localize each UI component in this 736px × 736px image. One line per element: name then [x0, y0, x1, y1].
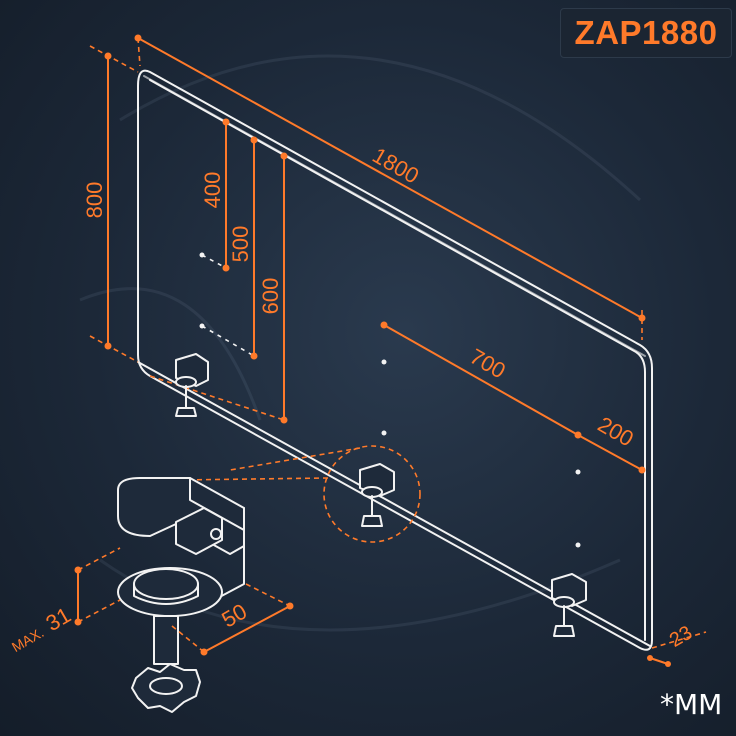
clamp-middle — [359, 463, 395, 527]
dim-holes-vertical: 400 500 600 — [149, 118, 288, 424]
clamp-detail — [117, 477, 245, 713]
model-badge: ZAP1880 — [560, 8, 732, 58]
background-swirl — [79, 54, 642, 632]
clamp-left — [175, 353, 209, 417]
unit-note: *MM — [660, 688, 723, 721]
dim-clamp-50-label: 50 — [217, 599, 251, 633]
dim-400-label: 400 — [200, 172, 225, 209]
dim-thickness-label: 23 — [666, 622, 696, 652]
detail-callout — [177, 445, 421, 543]
dim-clamp-max-31: MAX. 31 — [5, 547, 121, 657]
dim-500-label: 500 — [228, 226, 253, 263]
dim-200-label: 200 — [594, 411, 638, 451]
dim-height-800: 800 — [82, 45, 139, 363]
clamp-right — [551, 573, 587, 637]
mount-holes — [199, 252, 581, 548]
dim-edge-200: 200 — [577, 411, 646, 474]
dim-clamp-max-prefix: MAX. — [9, 624, 47, 655]
svg-text:MAX. 31: MAX. 31 — [5, 602, 75, 657]
dim-height-label: 800 — [82, 182, 107, 219]
dim-spacing-700: 700 — [380, 321, 582, 439]
dim-700-label: 700 — [466, 343, 510, 383]
dim-thickness-23: 23 — [647, 622, 707, 667]
dim-600-label: 600 — [258, 278, 283, 315]
dim-clamp-max-label: 31 — [41, 602, 75, 636]
